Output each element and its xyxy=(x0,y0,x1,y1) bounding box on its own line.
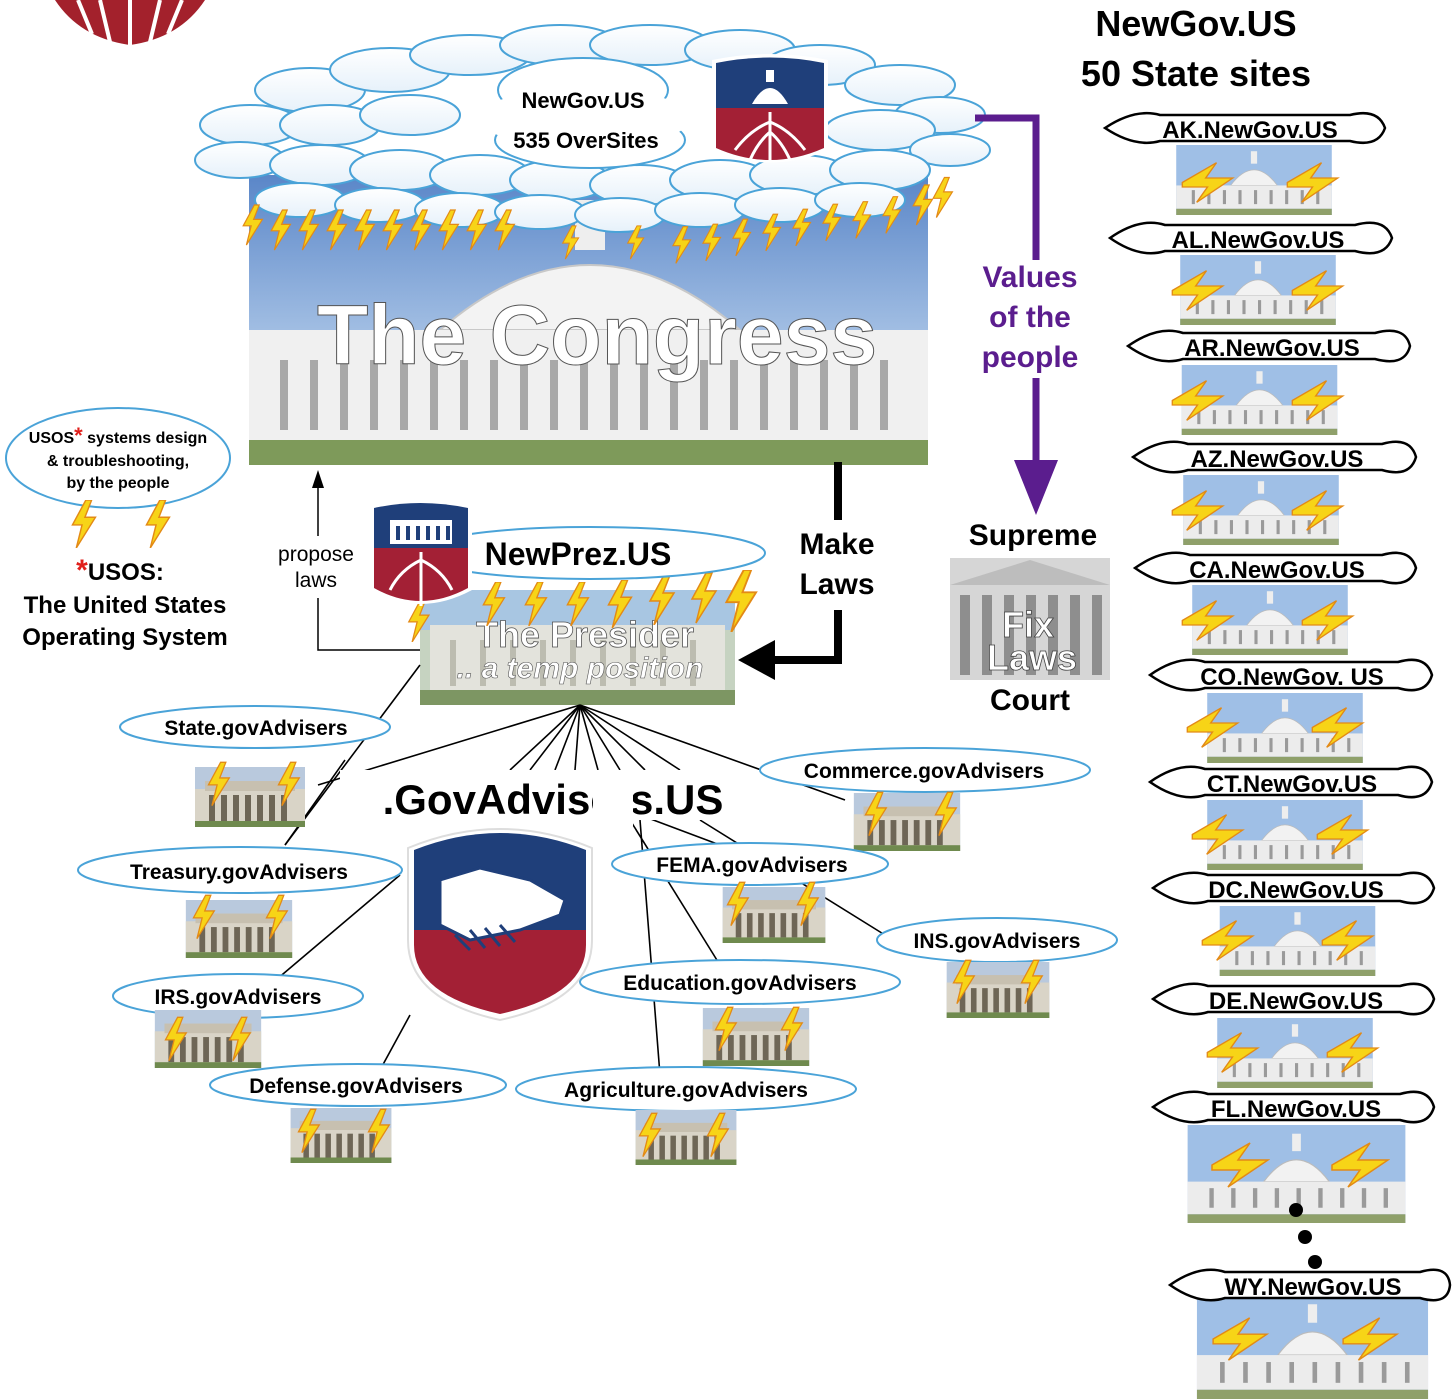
state-site-cloud[interactable]: FL.NewGov.US xyxy=(1150,1090,1436,1124)
values-connector: Values of the people xyxy=(975,114,1079,515)
adviser-commerce[interactable]: Commerce.govAdvisers xyxy=(759,747,1091,851)
values-line1: Values xyxy=(982,261,1077,294)
govadvisers-title: .GovAdvisers.US xyxy=(383,776,724,823)
usos-cloud-asterisk: * xyxy=(74,423,83,448)
adviser-state[interactable]: State.govAdvisers xyxy=(119,705,391,827)
svg-text:*USOS:: *USOS: xyxy=(76,554,164,587)
state-site-cloud[interactable]: AL.NewGov.US xyxy=(1107,221,1394,255)
adviser-ins[interactable]: INS.govAdvisers xyxy=(876,917,1118,1018)
adviser-treasury[interactable]: Treasury.govAdvisers xyxy=(77,846,403,958)
usos-cloud-line1: systems design xyxy=(83,430,208,447)
state-site-label: DE.NewGov.US xyxy=(1209,988,1383,1015)
state-site-label: CA.NewGov.US xyxy=(1189,557,1365,584)
adviser-label: Agriculture.govAdvisers xyxy=(564,1079,808,1102)
congress-title: The Congress xyxy=(317,288,877,382)
state-site-cloud-last[interactable]: WY.NewGov.US xyxy=(1167,1268,1452,1302)
adviser-irs[interactable]: IRS.govAdvisers xyxy=(112,973,364,1068)
state-site-cloud[interactable]: AZ.NewGov.US xyxy=(1130,440,1418,474)
state-site-label: CO.NewGov. US xyxy=(1200,664,1384,691)
adviser-label: Education.govAdvisers xyxy=(623,972,856,995)
adviser-connectors xyxy=(269,664,886,1076)
state-site-cloud[interactable]: DC.NewGov.US xyxy=(1150,871,1436,905)
states-title-line1: NewGov.US xyxy=(1095,3,1296,44)
president-subtitle: .. a temp position xyxy=(457,652,704,685)
president-image: The Presider .. a temp position xyxy=(420,590,735,705)
svg-text:USOS* systems design: USOS* systems design xyxy=(29,423,207,448)
adviser-label: INS.govAdvisers xyxy=(914,930,1081,953)
govadvisers-hub: .GovAdvisers.US xyxy=(340,770,765,1022)
states-title-line2: 50 State sites xyxy=(1081,53,1311,94)
adviser-label: IRS.govAdvisers xyxy=(155,986,322,1009)
propose-laws-connector: propose laws xyxy=(262,470,420,651)
adviser-defense[interactable]: Defense.govAdvisers xyxy=(209,1063,507,1163)
oversites-line2: 535 OverSites xyxy=(513,128,659,153)
oversites-cloud[interactable]: NewGov.US 535 OverSites xyxy=(480,57,690,169)
state-site-cloud[interactable]: CA.NewGov.US xyxy=(1132,551,1418,585)
make-laws-line1: Make xyxy=(799,528,874,561)
make-laws-line2: Laws xyxy=(799,568,874,601)
usos-def-asterisk: * xyxy=(76,554,88,587)
president-title: The Presider xyxy=(476,614,694,655)
usos-def-line3: Operating System xyxy=(22,624,227,651)
state-site-label: DC.NewGov.US xyxy=(1208,877,1384,904)
state-site-label: AZ.NewGov.US xyxy=(1191,446,1364,473)
usos-cloud-usos: USOS xyxy=(29,430,75,447)
state-sites-header: NewGov.US 50 State sites xyxy=(1081,3,1311,94)
state-site-cloud[interactable]: AR.NewGov.US xyxy=(1125,329,1412,363)
state-site-label: AK.NewGov.US xyxy=(1162,117,1338,144)
state-site-cloud[interactable]: AK.NewGov.US xyxy=(1102,111,1387,145)
state-site-cloud[interactable]: CO.NewGov. US xyxy=(1147,658,1434,692)
state-site-cloud[interactable]: DE.NewGov.US xyxy=(1150,982,1436,1016)
adviser-education[interactable]: Education.govAdvisers xyxy=(579,959,901,1066)
propose-laws-line2: laws xyxy=(295,569,337,592)
state-site-label: WY.NewGov.US xyxy=(1225,1274,1402,1301)
usos-cloud: USOS* systems design & troubleshooting, … xyxy=(5,407,231,548)
state-site-label: FL.NewGov.US xyxy=(1211,1096,1381,1123)
usos-def-line2: The United States xyxy=(24,592,227,619)
president-shield-icon xyxy=(370,500,472,606)
usos-def-line1: USOS: xyxy=(88,559,164,586)
adviser-label: Commerce.govAdvisers xyxy=(804,760,1044,783)
adviser-fema[interactable]: FEMA.govAdvisers xyxy=(611,842,889,943)
state-site-label: AL.NewGov.US xyxy=(1172,227,1345,254)
handshake-shield-icon xyxy=(407,828,593,1022)
court-fix: Fix xyxy=(1002,604,1054,645)
congress-shield-icon xyxy=(712,54,828,163)
court-line3: Court xyxy=(990,684,1070,717)
propose-laws-line1: propose xyxy=(278,543,354,566)
state-site-cloud[interactable]: CT.NewGov.US xyxy=(1147,765,1434,799)
supreme-court: Supreme Fix Laws Court xyxy=(950,519,1110,717)
adviser-label: FEMA.govAdvisers xyxy=(656,854,847,877)
make-laws-connector: Make Laws xyxy=(738,462,875,680)
usos-definition: *USOS: The United States Operating Syste… xyxy=(22,554,227,651)
adviser-label: State.govAdvisers xyxy=(164,717,347,740)
usos-cloud-line2: & troubleshooting, xyxy=(47,453,189,470)
top-left-logo-fragment xyxy=(55,0,205,45)
newprez-cloud[interactable]: NewPrez.US xyxy=(414,526,766,580)
adviser-label: Defense.govAdvisers xyxy=(249,1075,463,1098)
values-line3: people xyxy=(982,341,1079,374)
court-laws: Laws xyxy=(987,637,1077,678)
adviser-label: Treasury.govAdvisers xyxy=(130,861,348,884)
state-site-label: CT.NewGov.US xyxy=(1207,771,1377,798)
congress-cloud-band xyxy=(194,24,991,233)
usos-cloud-line3: by the people xyxy=(66,475,169,492)
oversites-line1: NewGov.US xyxy=(521,88,644,113)
newprez-label: NewPrez.US xyxy=(485,536,672,572)
state-site-label: AR.NewGov.US xyxy=(1184,335,1360,362)
court-line1: Supreme xyxy=(969,519,1097,552)
adviser-agriculture[interactable]: Agriculture.govAdvisers xyxy=(515,1066,857,1165)
values-line2: of the xyxy=(989,301,1071,334)
